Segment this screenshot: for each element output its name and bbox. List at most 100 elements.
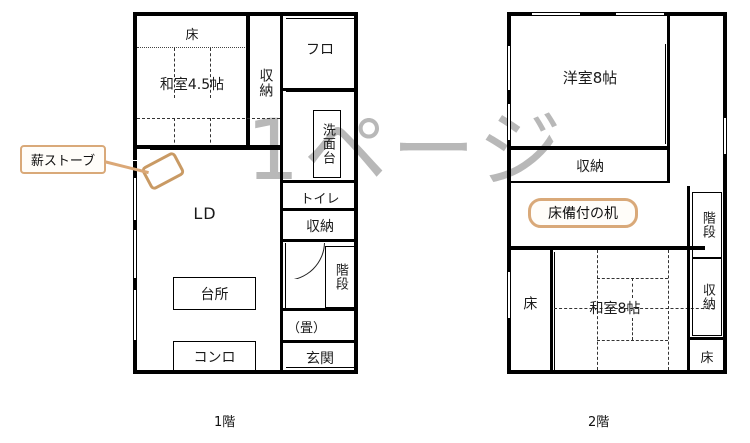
desk-callout-label: 床備付の机: [548, 206, 618, 222]
f1-room-kaidan-label: 階段: [332, 263, 348, 291]
f1-furo-top: [286, 18, 354, 19]
f1-window-left-3: [134, 230, 136, 278]
f2-room-closet-top: 収納: [515, 153, 665, 179]
f1-div-tatami-genkan: [283, 340, 358, 343]
f2-div-yoshitsu-right: [667, 12, 670, 182]
f1-room-tatami: （畳）: [285, 314, 345, 338]
desk-callout: 床備付の机: [528, 198, 638, 228]
f2-window-left-3: [508, 272, 510, 318]
f1-tatami-v1: [174, 48, 175, 98]
f1-room-konro: コンロ: [173, 341, 256, 373]
f1-furo-bottom-thin: [286, 91, 354, 92]
f1-room-toko: 床: [137, 20, 247, 46]
f1-line-washitsu-right: [246, 16, 247, 146]
f1-room-closet-a-label: 収納: [257, 68, 274, 98]
f1-window-left-1: [133, 160, 137, 161]
f2-room-toko-r: 床: [692, 344, 722, 368]
f2-window-right-1: [724, 118, 726, 154]
f1-room-toilet-label: トイレ: [300, 191, 340, 207]
f1-div-furo-bottom: [283, 88, 358, 91]
caption-floor1: 1階: [214, 411, 235, 430]
f1-wall-top: [133, 12, 358, 16]
caption-floor2-label: 2階: [588, 415, 610, 430]
f1-room-toko-label: 床: [185, 27, 199, 43]
floor2-plan: 洋室8帖 収納 床 和室8帖 階段: [420, 0, 750, 400]
f1-tatami-v4: [210, 118, 211, 148]
f2-room-toko-r-label: 床: [700, 350, 714, 366]
f2-room-yoshitsu-label: 洋室8帖: [562, 68, 618, 87]
f2-room-closet-r: 収納: [692, 258, 722, 336]
f2-room-kaidan2-label: 階段: [699, 211, 715, 239]
f2-wall-right: [723, 12, 727, 374]
f1-room-ld-label: LD: [193, 203, 217, 223]
f1-window-left-4: [134, 290, 136, 340]
f1-room-daidokoro: 台所: [173, 277, 256, 310]
f2-yoshitsu-right-thin: [665, 44, 666, 144]
f1-room-washitsu-label: 和室4.5帖: [159, 77, 225, 93]
f1-room-toilet: トイレ: [285, 186, 355, 208]
f1-room-ld: LD: [150, 200, 260, 226]
f1-div-washitsu-ld: [133, 145, 283, 149]
f1-room-closet-b-label: 収納: [306, 219, 334, 235]
f1-div-wet-toilet: [283, 180, 358, 183]
f1-tatami-v3: [174, 118, 175, 148]
caption-floor2: 2階: [588, 411, 609, 430]
f2-window-left-2: [508, 104, 510, 140]
f1-div-stair-tatami: [283, 308, 358, 311]
f2-closet-top-bottom: [510, 181, 670, 183]
f1-room-daidokoro-label: 台所: [200, 286, 229, 303]
f1-room-senmendai: 洗面台: [313, 110, 341, 178]
f1-room-konro-label: コンロ: [193, 350, 236, 366]
f1-div-col1: [280, 12, 283, 374]
f2-tatami-v3: [632, 278, 633, 298]
f2-window-left-1: [508, 46, 510, 90]
f2-div-toko-washitsu: [550, 248, 553, 372]
f1-div-washitsu-ld-thin: [150, 149, 280, 150]
f2-div-toko-washitsu-thin: [554, 252, 555, 370]
f1-room-closet-b: 収納: [285, 214, 355, 238]
floor1-plan: 床 和室4.5帖 収納 フロ 洗面台: [0, 0, 400, 400]
f2-room-toko-left: 床: [516, 283, 542, 323]
f1-room-kaidan: 階段: [325, 246, 355, 308]
f2-window-top-2: [616, 13, 664, 15]
f1-genkan-bottom-thin: [286, 367, 354, 368]
f1-dot-toko: [137, 47, 247, 48]
f1-div-toilet-closet: [283, 208, 358, 211]
f2-tatami-v2: [668, 250, 669, 370]
f1-door-swing: [285, 243, 325, 279]
stove-callout-label: 薪ストーブ: [30, 154, 96, 169]
f1-room-tatami-label: （畳）: [287, 320, 327, 336]
f2-room-toko-left-label: 床: [521, 295, 538, 311]
stove-callout: 薪ストーブ: [20, 145, 106, 174]
f1-tatami-v2: [210, 48, 211, 98]
f1-room-washitsu: 和室4.5帖: [137, 70, 247, 98]
f2-div-hall-washitsu: [507, 246, 705, 250]
f2-room-closet-r-label: 収納: [699, 283, 715, 311]
f1-room-furo-label: フロ: [306, 42, 334, 58]
f2-tatami-v1: [597, 250, 598, 370]
f2-room-washitsu8: 和室8帖: [560, 294, 670, 322]
f1-tatami-h1: [137, 118, 280, 119]
f2-div-closetr-tokor: [689, 337, 727, 340]
f2-window-top-1: [532, 13, 580, 15]
f1-div-closet-stair: [283, 239, 358, 242]
f2-tatami-h3: [597, 340, 668, 341]
f2-room-closet-top-label: 収納: [576, 159, 604, 175]
f2-room-kaidan2: 階段: [692, 192, 722, 258]
f1-window-left-2: [134, 178, 136, 220]
f1-room-genkan-label: 玄関: [306, 351, 334, 367]
f2-div-yoshitsu-closet: [507, 146, 670, 150]
f2-tatami-h2: [554, 308, 714, 309]
f2-room-washitsu8-label: 和室8帖: [589, 301, 641, 317]
f1-room-furo: フロ: [286, 36, 354, 62]
f1-room-senmendai-label: 洗面台: [319, 123, 335, 165]
caption-floor1-label: 1階: [214, 415, 236, 430]
f2-div-rightcol: [687, 186, 690, 374]
f1-room-genkan: 玄関: [285, 346, 355, 370]
f2-hall-top-line: [510, 184, 511, 200]
f1-room-closet-a: 収納: [252, 48, 278, 118]
f1-div-col2: [247, 12, 250, 146]
f2-wall-left: [507, 12, 511, 374]
f1-wall-right: [354, 12, 358, 374]
